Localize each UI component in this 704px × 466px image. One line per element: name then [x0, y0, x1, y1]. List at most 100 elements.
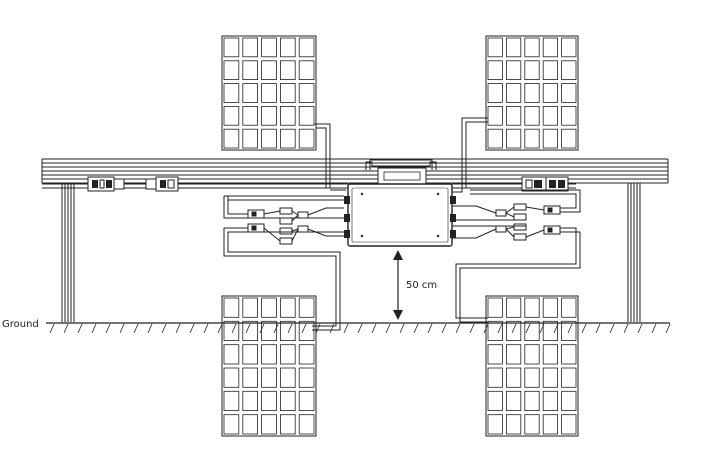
- panel-cell: [505, 367, 522, 388]
- ground-hatch-mark: [497, 323, 503, 334]
- panel-cell: [524, 37, 540, 58]
- panel-cell: [524, 367, 540, 388]
- panel-cell: [242, 367, 259, 388]
- panel-cell: [487, 320, 503, 341]
- ground-hatch-mark: [329, 323, 335, 334]
- panel-cell: [279, 320, 296, 341]
- panel-cell: [561, 128, 577, 149]
- panel-cell: [279, 390, 296, 411]
- support-post-right: [624, 182, 644, 322]
- ground-hatch-mark: [315, 323, 321, 334]
- solar-panel-bottom-left: [221, 295, 317, 437]
- panel-cell: [487, 106, 503, 126]
- panel-cell: [298, 37, 315, 58]
- ground-hatch-mark: [175, 323, 181, 334]
- ground-hatch-mark: [245, 323, 251, 334]
- panel-cell: [223, 297, 240, 318]
- dc-cable-bottom-right: [455, 227, 581, 323]
- dc-cable-top-left: [223, 123, 346, 219]
- ground-hatch-mark: [301, 323, 307, 334]
- panel-cell: [561, 367, 577, 388]
- panel-cell: [542, 390, 559, 411]
- panel-cell: [561, 414, 577, 435]
- panel-cell: [505, 37, 522, 58]
- panel-cell: [242, 414, 259, 435]
- mounting-rails: [41, 158, 669, 184]
- panel-cell: [505, 297, 522, 318]
- panel-cell: [505, 60, 522, 80]
- panel-cell: [542, 367, 559, 388]
- ground-hatch-mark: [455, 323, 461, 334]
- ground-hatch-mark: [133, 323, 139, 334]
- ground-hatch-mark: [637, 323, 643, 334]
- ground-hatch-mark: [217, 323, 223, 334]
- panel-cell: [487, 414, 503, 435]
- support-post-left: [58, 182, 78, 322]
- panel-cell: [298, 390, 315, 411]
- dc-cable-bottom-left: [223, 227, 341, 331]
- panel-cell: [279, 344, 296, 365]
- panel-cell: [242, 297, 259, 318]
- panel-cell: [561, 60, 577, 80]
- panel-cell: [524, 106, 540, 126]
- ground-hatch-mark: [259, 323, 265, 334]
- solar-panel-top-right: [485, 35, 579, 151]
- panel-cell: [505, 320, 522, 341]
- distance-label: 50 cm: [406, 280, 437, 291]
- panel-cell: [223, 390, 240, 411]
- panel-cell: [524, 344, 540, 365]
- panel-cell: [524, 414, 540, 435]
- panel-cell: [298, 344, 315, 365]
- dc-connectors-right: [452, 203, 561, 241]
- ground-hatch-mark: [441, 323, 447, 334]
- ac-connector-right-1: [521, 176, 547, 192]
- panel-cell: [542, 344, 559, 365]
- panel-cell: [505, 128, 522, 149]
- panel-cell: [505, 83, 522, 103]
- ground-hatch-mark: [287, 323, 293, 334]
- ac-connector-left-1: [87, 176, 125, 192]
- dc-connectors-left: [247, 207, 344, 245]
- ground-hatch-mark: [203, 323, 209, 334]
- panel-cell: [261, 414, 277, 435]
- panel-cell: [487, 344, 503, 365]
- ground-hatch-mark: [91, 323, 97, 334]
- distance-arrow: [393, 250, 403, 320]
- panel-cell: [242, 37, 259, 58]
- panel-cell: [487, 37, 503, 58]
- ac-connector-left-2: [145, 176, 179, 192]
- ground-hatch-mark: [511, 323, 517, 334]
- panel-cell: [524, 83, 540, 103]
- ground-hatch-mark: [595, 323, 601, 334]
- panel-cell: [561, 106, 577, 126]
- ground-hatch-mark: [399, 323, 405, 334]
- ground-hatch-mark: [581, 323, 587, 334]
- panel-cell: [542, 106, 559, 126]
- panel-cell: [561, 83, 577, 103]
- ground-hatch-mark: [49, 323, 55, 334]
- panel-cell: [279, 106, 296, 126]
- panel-cell: [487, 83, 503, 103]
- panel-cell: [279, 367, 296, 388]
- panel-cell: [542, 297, 559, 318]
- panel-cell: [279, 414, 296, 435]
- panel-cell: [223, 60, 240, 80]
- panel-cell: [505, 106, 522, 126]
- panel-cell: [223, 37, 240, 58]
- ac-connector-right-2: [545, 176, 569, 192]
- panel-cell: [505, 344, 522, 365]
- panel-cell: [279, 128, 296, 149]
- ground-hatch-mark: [105, 323, 111, 334]
- ground-label: Ground: [2, 319, 39, 330]
- ground-hatch-mark: [119, 323, 125, 334]
- panel-cell: [505, 414, 522, 435]
- ground-hatch-mark: [357, 323, 363, 334]
- panel-cell: [298, 367, 315, 388]
- panel-cell: [242, 344, 259, 365]
- ground-hatch-mark: [273, 323, 279, 334]
- panel-cell: [261, 367, 277, 388]
- panel-cell: [298, 128, 315, 149]
- panel-cell: [505, 390, 522, 411]
- panel-cell: [261, 128, 277, 149]
- panel-cell: [487, 128, 503, 149]
